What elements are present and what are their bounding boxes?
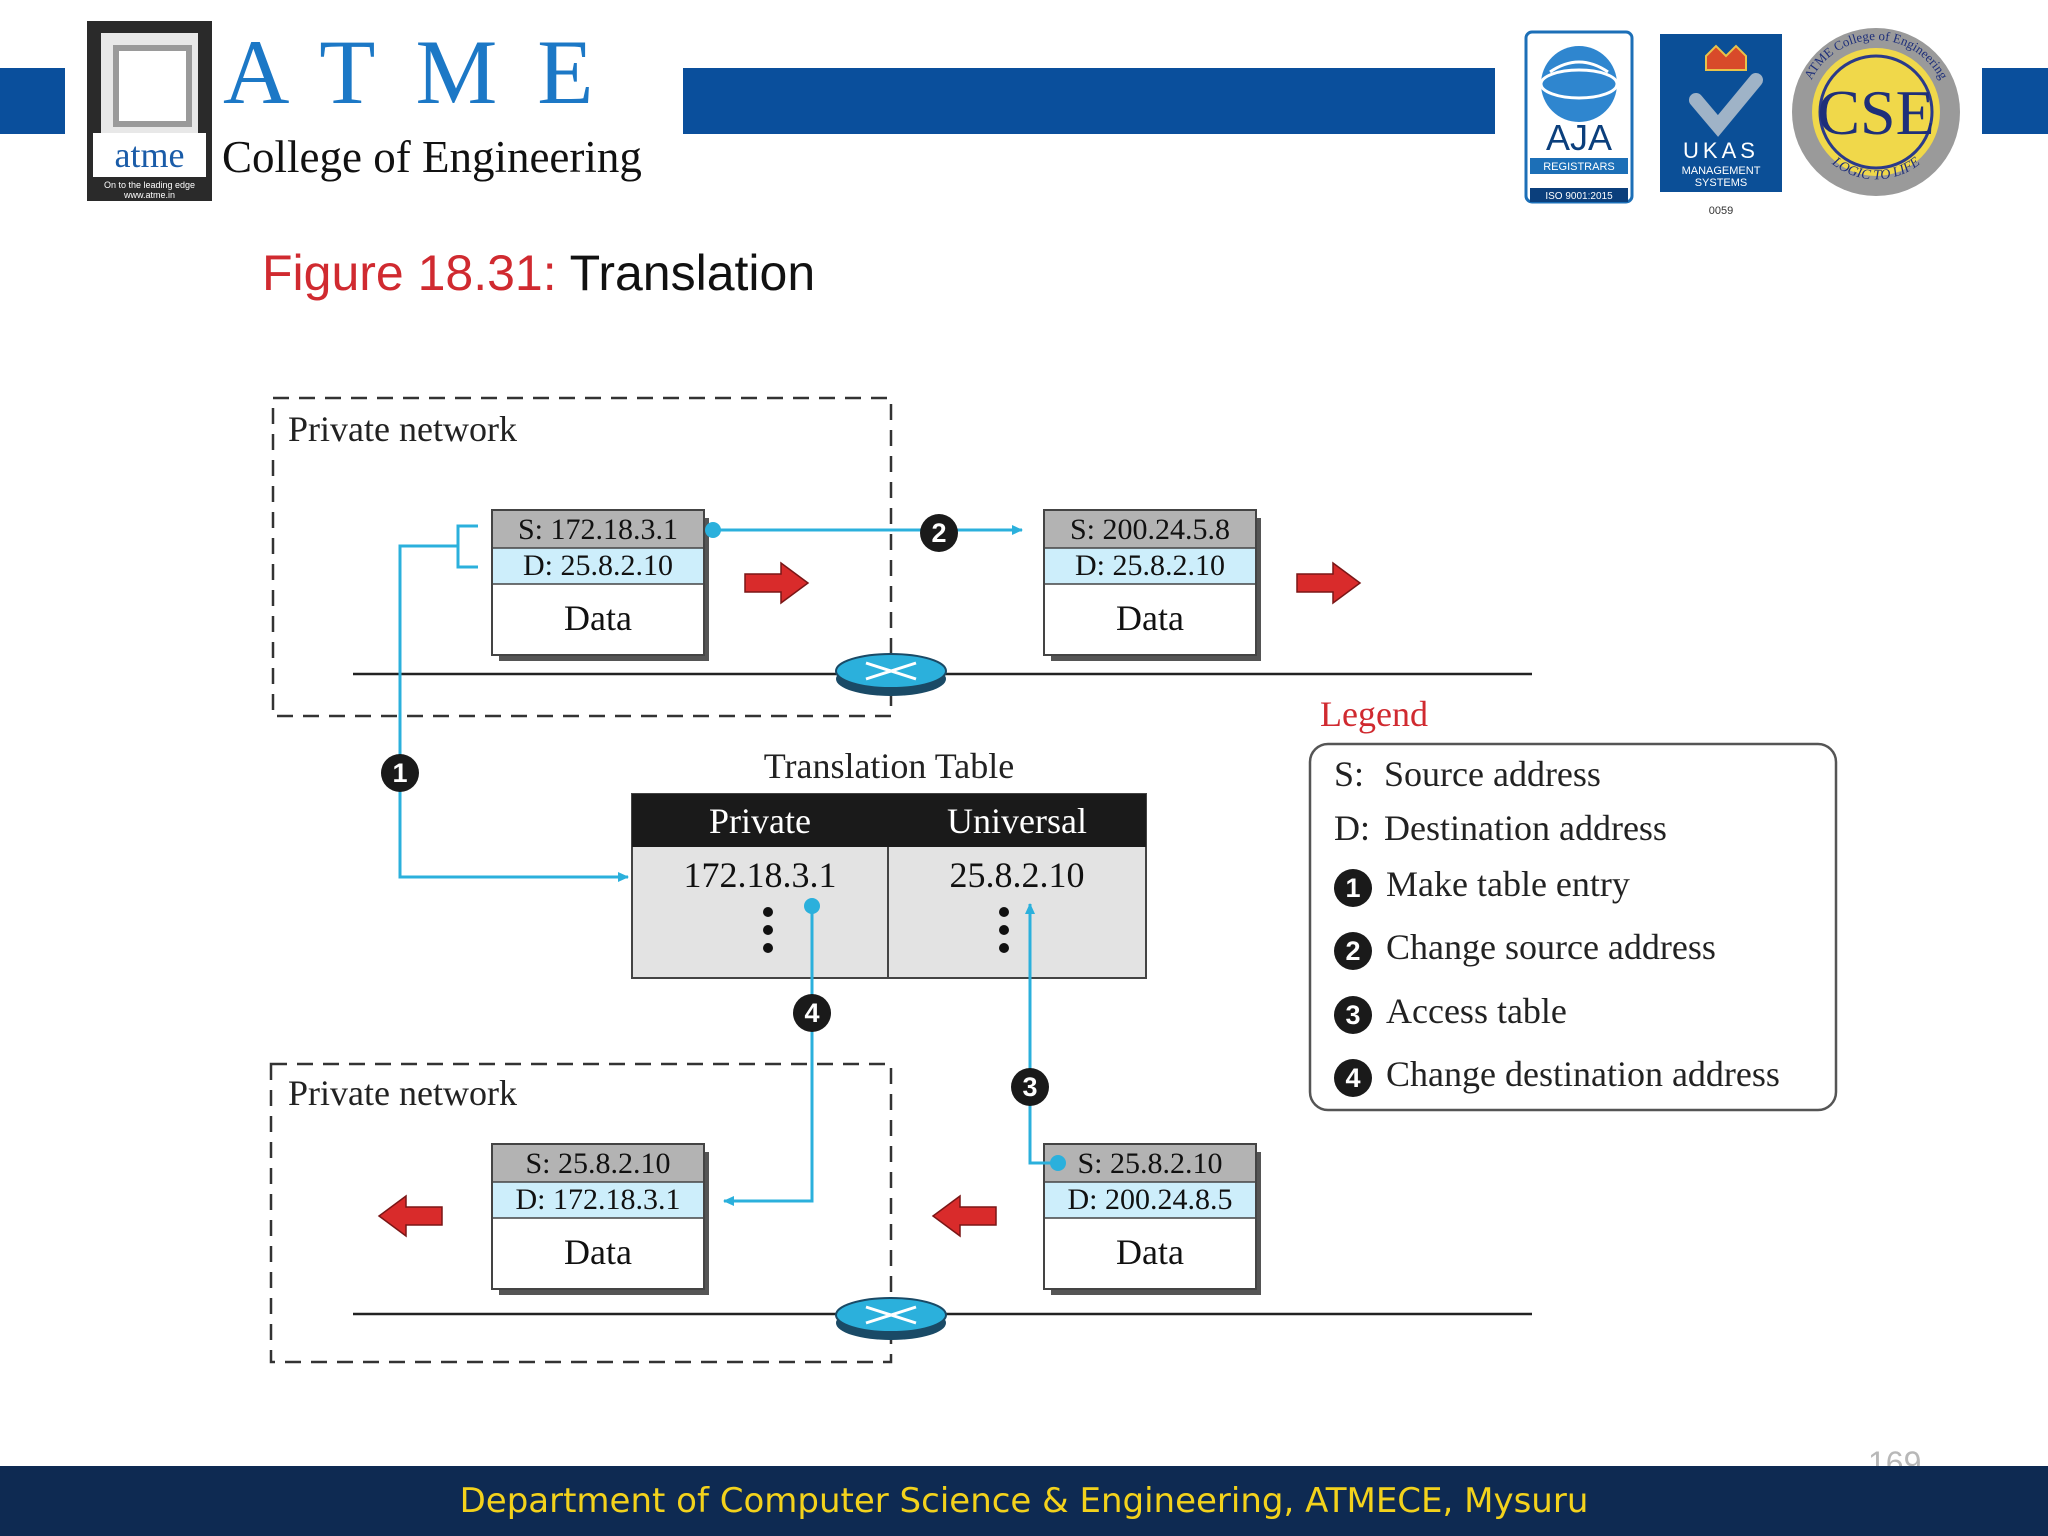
connector-step1 [398,524,629,882]
packet-top-right [1043,509,1261,661]
packet-bottom-left-dest: D: 172.18.3.1 [515,1183,681,1216]
legend-step-badge: 2 [1334,931,1372,970]
packet-top-right-dest: D: 25.8.2.10 [1075,549,1225,582]
table-cell-universal: 25.8.2.10 [949,855,1085,895]
ukas-line2: SYSTEMS [1695,177,1748,189]
packet-bottom-right [1043,1143,1261,1295]
connector-step2 [705,522,1023,538]
ukas-line1: MANAGEMENT [1682,165,1761,177]
table-cell-private: 172.18.3.1 [683,855,837,895]
red-arrow-top-left [744,561,810,605]
step-number-1: 1 [392,758,408,788]
bottom-private-network-box [269,1062,893,1364]
top-network-label: Private network [288,409,517,449]
ukas-number: 0059 [1709,205,1733,217]
ukas-title: UKAS [1683,138,1759,163]
step-number-3: 3 [1022,1072,1038,1102]
legend-item-destination: D: Destination address [1334,806,1667,850]
router-bottom [835,1297,947,1340]
figure-number: Figure 18.31: [262,245,557,301]
step-badge-2 [920,514,958,552]
packet-bottom-left-data: Data [564,1232,632,1272]
packet-top-right-data: Data [1116,598,1184,638]
header-band-left [0,68,65,134]
logo-frame [101,33,198,133]
legend-text: Change source address [1386,927,1716,967]
legend-text: Source address [1384,754,1601,794]
aja-line2: ISO 9001:2015 [1545,191,1613,202]
legend-step-badge: 4 [1334,1058,1372,1097]
legend-item-source: S: Source address [1334,752,1601,796]
legend-step-badge: 3 [1334,995,1372,1034]
router-top [835,653,947,696]
footer-text: Department of Computer Science & Enginee… [459,1481,1589,1521]
legend-item-step2: 2 Change source address [1334,925,1716,970]
red-arrow-bottom-left [377,1194,443,1238]
figure-title: Figure 18.31: Translation [262,243,815,303]
legend-item-step4: 4 Change destination address [1334,1052,1780,1097]
step-number-4: 4 [804,998,820,1028]
red-arrow-bottom-right [931,1194,997,1238]
legend-key: D: [1334,808,1370,848]
bottom-network-label: Private network [288,1073,517,1113]
header-band-right [1982,68,2048,134]
legend-text: Make table entry [1386,864,1630,904]
legend-text: Destination address [1384,808,1667,848]
aja-title: AJA [1546,117,1612,158]
logo-word: atme [93,133,206,177]
header-band-center [683,68,1495,134]
packet-top-left [491,509,709,661]
college-subtitle: College of Engineering [222,132,642,182]
ukas-badge: UKAS MANAGEMENT SYSTEMS 0059 [1660,34,1782,217]
legend-title: Legend [1320,694,1428,734]
legend-key: S: [1334,754,1365,794]
translation-table-title: Translation Table [763,746,1015,786]
college-logo: atme On to the leading edge www.atme.in [87,21,212,201]
aja-badge: AJA REGISTRARS ISO 9001:2015 [1524,30,1634,204]
legend-step-badge: 1 [1334,868,1372,907]
cse-badge: CSE ATME College of Engineering LOGIC TO… [1792,28,1960,196]
college-name: ATME [223,21,634,123]
table-header-private: Private [709,801,811,841]
figure-caption: Translation [569,245,816,301]
certification-badges: AJA REGISTRARS ISO 9001:2015 UKAS MANAGE… [1524,28,1960,217]
step-badge-1 [381,754,419,792]
packet-top-left-dest: D: 25.8.2.10 [523,549,673,582]
packet-bottom-left-source: S: 25.8.2.10 [525,1147,671,1180]
cse-title: CSE [1817,77,1934,148]
table-header-universal: Universal [947,801,1087,841]
step-badge-3 [1011,1068,1049,1106]
connector-step3 [1025,903,1066,1171]
legend-text: Access table [1386,991,1567,1031]
footer-bar [0,1466,2048,1536]
step-badge-4 [793,994,831,1032]
packet-top-left-data: Data [564,598,632,638]
packet-bottom-left [491,1143,709,1295]
legend-box [1308,742,1838,1112]
step-number-2: 2 [931,518,947,548]
legend-text: Change destination address [1386,1054,1780,1094]
legend-item-step3: 3 Access table [1334,989,1567,1034]
packet-bottom-right-source: S: 25.8.2.10 [1077,1147,1223,1180]
aja-line1: REGISTRARS [1543,161,1615,173]
packet-bottom-right-dest: D: 200.24.8.5 [1067,1183,1233,1216]
legend-item-step1: 1 Make table entry [1334,862,1630,907]
packet-bottom-right-data: Data [1116,1232,1184,1272]
packet-top-right-source: S: 200.24.5.8 [1069,513,1231,546]
translation-table-frame [631,793,1147,979]
logo-tagline: On to the leading edge www.atme.in [103,180,196,200]
red-arrow-top-right [1296,561,1362,605]
packet-top-left-source: S: 172.18.3.1 [517,513,679,546]
